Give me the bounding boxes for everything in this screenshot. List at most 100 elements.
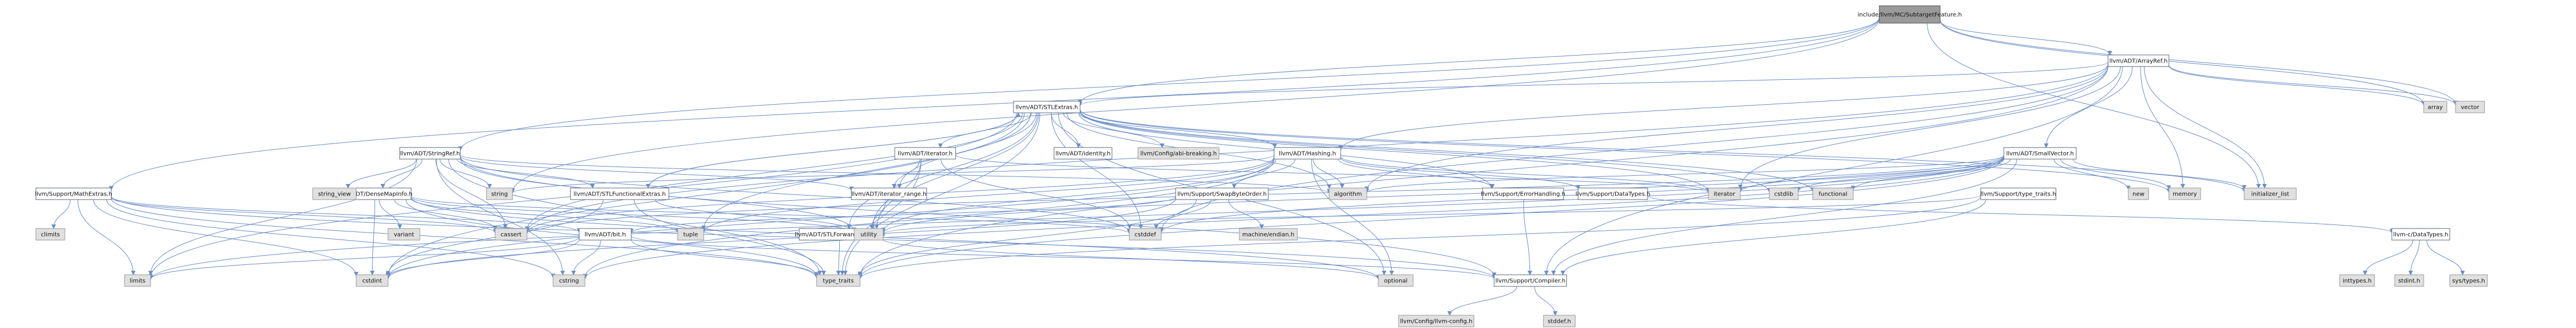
node-iterator[interactable]: llvm/ADT/iterator.h	[894, 147, 956, 160]
edge-mathextras-to-type_traits	[111, 198, 819, 279]
node-box-swapbyteorder	[1175, 187, 1269, 200]
edge-stlfunctional-to-stlextras	[647, 112, 1021, 189]
node-hashing[interactable]: llvm/ADT/Hashing.h	[1274, 147, 1341, 160]
node-label-iterrange: llvm/ADT/iterator_range.h	[851, 191, 926, 198]
node-identity[interactable]: llvm/ADT/identity.h	[1053, 147, 1113, 160]
node-label-densemapinfo: llvm/ADT/DenseMapInfo.h	[338, 191, 413, 198]
node-root[interactable]: include/llvm/MC/SubtargetFeature.h	[1858, 5, 1962, 24]
edge-stlextras-to-cstdint	[386, 112, 1025, 277]
node-label-iterator: llvm/ADT/iterator.h	[898, 151, 952, 157]
node-memory: memory	[2168, 187, 2201, 200]
edge-stringref-to-string	[440, 159, 492, 189]
edge-stlfunctional-to-type_traits	[634, 199, 826, 275]
node-functional: functional	[1812, 187, 1854, 200]
node-typetraits_h[interactable]: llvm/Support/type_traits.h	[1980, 187, 2057, 200]
node-box-mathextras	[35, 187, 112, 200]
node-label-smallvector: llvm/ADT/SmallVector.h	[2006, 151, 2074, 157]
edge-typetraits_h-to-utility	[881, 194, 1981, 235]
node-errorhandling[interactable]: llvm/Support/ErrorHandling.h	[1481, 187, 1565, 200]
node-label-tuple: tuple	[683, 232, 698, 238]
node-stlextras[interactable]: llvm/ADT/STLExtras.h	[1013, 101, 1081, 113]
node-arrayref[interactable]: llvm/ADT/ArrayRef.h	[2107, 54, 2169, 67]
node-swapbyteorder[interactable]: llvm/Support/SwapByteOrder.h	[1175, 187, 1269, 200]
node-datatypes[interactable]: llvm/Support/DataTypes.h	[1575, 187, 1651, 200]
node-box-new	[2128, 187, 2149, 200]
edge-mathextras-to-limits	[77, 199, 136, 275]
edge-stlextras-to-tuple	[701, 112, 1031, 230]
node-label-string_view: string_view	[318, 191, 351, 198]
node-box-initializer_list	[2244, 187, 2297, 200]
edge-densemapinfo-to-tuple	[411, 198, 680, 234]
node-box-vector	[2455, 101, 2485, 113]
node-box-climits	[35, 228, 65, 241]
edge-mathextras-to-cstdint	[93, 199, 358, 277]
edge-errorhandling-to-compiler	[1523, 199, 1532, 275]
node-utility: utility	[854, 228, 884, 241]
node-label-datatypes: llvm/Support/DataTypes.h	[1575, 191, 1650, 198]
node-box-stddef_h	[1543, 315, 1576, 327]
node-box-stlfunctional	[570, 187, 669, 200]
node-cdatatypes[interactable]: llvm-c/DataTypes.h	[2391, 228, 2450, 241]
node-smallvector[interactable]: llvm/ADT/SmallVector.h	[2003, 147, 2077, 160]
node-box-array	[2423, 101, 2447, 113]
node-box-hashing	[1274, 147, 1341, 160]
node-tuple: tuple	[677, 228, 704, 241]
node-label-swapbyteorder: llvm/Support/SwapByteOrder.h	[1177, 191, 1267, 198]
node-label-inttypes: inttypes.h	[2343, 278, 2372, 285]
node-box-errorhandling	[1482, 187, 1564, 200]
edge-hashing-to-string	[510, 154, 1275, 194]
node-box-machineendian	[1239, 228, 1298, 241]
edge-smallvector-to-compiler	[1551, 159, 2017, 275]
edge-mathextras-to-bit	[111, 196, 581, 233]
node-stringref[interactable]: llvm/ADT/StringRef.h	[399, 147, 461, 160]
node-label-cstdint: cstdint	[362, 278, 382, 285]
edge-arrayref-to-hashing	[1338, 64, 2109, 150]
edge-bit-to-limits	[148, 237, 580, 280]
node-densemapinfo[interactable]: llvm/ADT/DenseMapInfo.h	[338, 187, 413, 200]
node-box-string	[486, 187, 513, 200]
edge-stlextras-to-functional	[1080, 110, 1815, 193]
edge-stlextras-to-cstdlib	[1080, 110, 1772, 193]
edge-bit-to-cstring	[571, 239, 601, 275]
edge-root-to-string	[510, 18, 1880, 193]
edge-swapbyteorder-to-cstddef	[1154, 199, 1212, 229]
node-label-llvmconfig: llvm/Config/llvm-config.h	[1400, 319, 1473, 325]
edge-arrayref-to-stlextras	[1078, 61, 2109, 106]
node-box-iterator	[894, 147, 956, 160]
edge-hashing-to-cstring	[583, 159, 1275, 279]
node-compiler[interactable]: llvm/Support/Compiler.h	[1494, 274, 1567, 287]
node-label-identity: llvm/ADT/identity.h	[1056, 151, 1111, 157]
edge-mathextras-to-cassert	[111, 197, 497, 234]
edge-datatypes-to-cdatatypes	[1647, 195, 2394, 234]
node-cstdint: cstdint	[356, 274, 389, 287]
edge-stringref-to-cstddef	[460, 156, 1132, 233]
node-label-stlfunctional: llvm/ADT/STLFunctionalExtras.h	[573, 191, 665, 198]
node-box-iterrange	[851, 187, 927, 200]
edge-root-to-stlextras	[1078, 17, 1880, 104]
edge-hashing-to-swapbyteorder	[1232, 159, 1296, 189]
edge-swapbyteorder-to-type_traits	[858, 199, 1197, 277]
edge-densemapinfo-to-cstddef	[411, 195, 1132, 234]
node-label-cstddef: cstddef	[1135, 232, 1156, 238]
node-box-cstddef	[1129, 228, 1162, 241]
node-iterrange[interactable]: llvm/ADT/iterator_range.h	[851, 187, 927, 200]
node-mathextras[interactable]: llvm/Support/MathExtras.h	[35, 187, 112, 200]
node-label-memory: memory	[2173, 191, 2197, 198]
node-label-stlextras: llvm/ADT/STLExtras.h	[1016, 105, 1078, 111]
edge-bit-to-compiler	[631, 235, 1496, 279]
node-stlfunctional[interactable]: llvm/ADT/STLFunctionalExtras.h	[570, 187, 669, 200]
node-label-variant: variant	[394, 232, 414, 238]
node-label-climits: climits	[41, 232, 60, 238]
node-bit[interactable]: llvm/ADT/bit.h	[579, 228, 632, 241]
edge-hashing-to-datatypes	[1340, 157, 1580, 190]
node-box-datatypes	[1578, 187, 1648, 200]
edge-swapbyteorder-to-machineendian	[1228, 199, 1264, 229]
edge-iterator-to-cstddef	[941, 159, 1132, 229]
edge-stlextras-to-hashing	[1079, 112, 1278, 148]
edge-stlextras-to-stlforward	[847, 112, 1038, 229]
edge-stringref-to-cstring	[436, 159, 565, 275]
node-label-systypes: sys/types.h	[2452, 278, 2485, 285]
node-limits: limits	[124, 274, 151, 287]
node-array: array	[2423, 101, 2447, 113]
node-box-limits	[124, 274, 151, 287]
